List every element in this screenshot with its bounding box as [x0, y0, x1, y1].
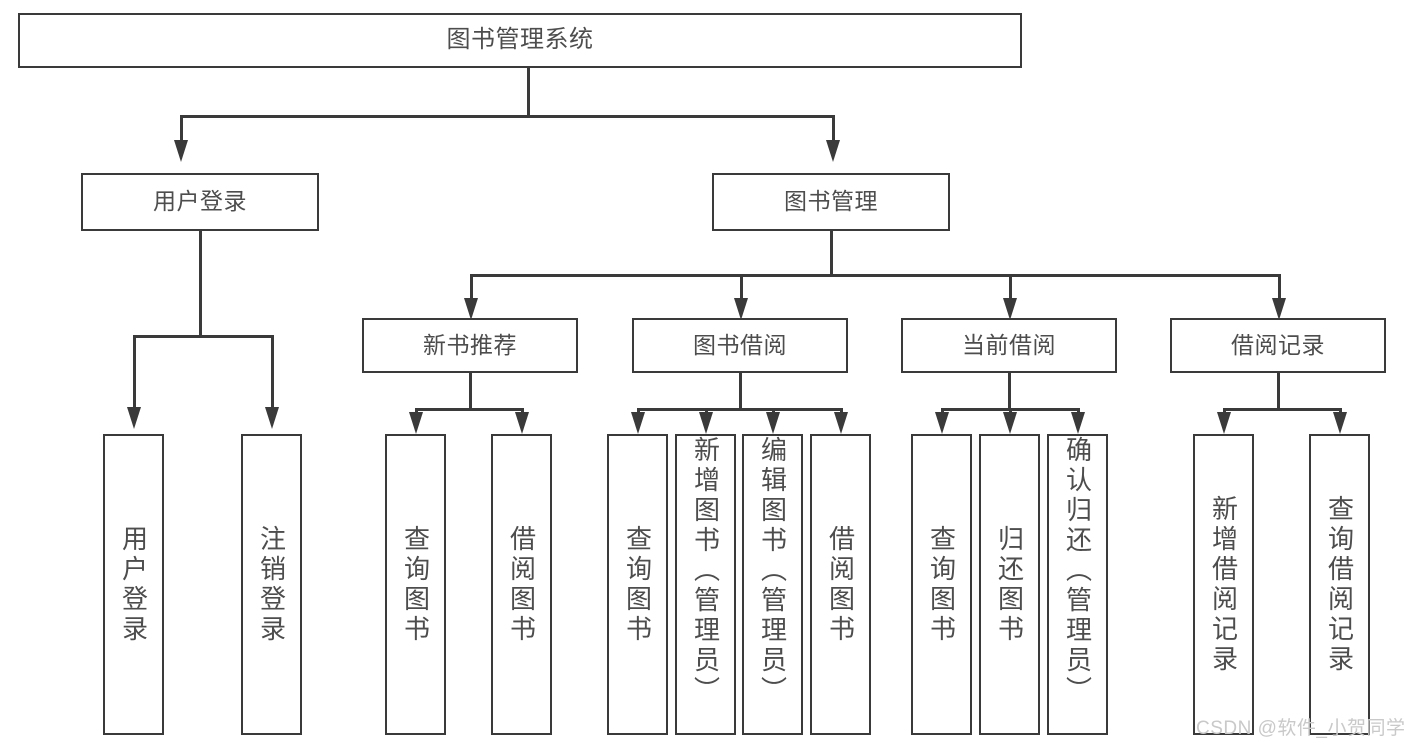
connector-drop-book-borrow-1 [637, 408, 640, 414]
node-new-book-recommend[interactable]: 新书推荐 [362, 318, 578, 373]
leaf-logout[interactable]: 注销登录 [241, 434, 302, 735]
node-book-manage[interactable]: 图书管理 [712, 173, 950, 231]
arrow-down-icon [699, 412, 713, 434]
node-label: 当前借阅 [962, 331, 1056, 358]
node-label: 借阅记录 [1231, 331, 1325, 358]
node-label: 用户登录 [118, 524, 149, 645]
node-label: 借阅图书 [506, 524, 537, 645]
connector-current-borrow-stem [1008, 373, 1011, 410]
connector-root-stem [527, 68, 530, 116]
connector-new-book-rail [415, 408, 523, 411]
arrow-down-icon [826, 140, 840, 162]
node-label: 查询图书 [926, 524, 957, 645]
arrow-down-icon [1003, 412, 1017, 434]
arrow-down-icon [127, 407, 141, 429]
arrow-down-icon [1071, 412, 1085, 434]
node-label: 图书借阅 [693, 331, 787, 358]
arrow-down-icon [174, 140, 188, 162]
connector-drop-user-login [180, 115, 183, 141]
connector-drop-book-manage [832, 115, 835, 141]
connector-drop-book-borrow-2 [705, 408, 708, 414]
node-label: 注销登录 [256, 524, 287, 645]
connector-drop-user-login-1 [133, 335, 136, 408]
node-label: 归还图书 [994, 524, 1025, 645]
node-user-login[interactable]: 用户登录 [81, 173, 319, 231]
leaf-query-borrow-record[interactable]: 查询借阅记录 [1309, 434, 1370, 735]
connector-drop-new-book-1 [415, 408, 418, 414]
connector-drop-new-book-2 [521, 408, 524, 414]
arrow-down-icon [766, 412, 780, 434]
node-borrow-record[interactable]: 借阅记录 [1170, 318, 1386, 373]
leaf-add-borrow-record[interactable]: 新增借阅记录 [1193, 434, 1254, 735]
connector-drop-new-book [470, 274, 473, 299]
arrow-down-icon [409, 412, 423, 434]
connector-drop-book-borrow [740, 274, 743, 299]
connector-drop-book-borrow-4 [840, 408, 843, 414]
leaf-return-book[interactable]: 归还图书 [979, 434, 1040, 735]
node-label: 查询图书 [622, 524, 653, 645]
connector-drop-borrow-record-2 [1339, 408, 1342, 414]
connector-drop-current-borrow [1009, 274, 1012, 299]
connector-book-borrow-stem [739, 373, 742, 410]
connector-user-login-rail [133, 335, 273, 338]
connector-drop-current-borrow-2 [1009, 408, 1012, 414]
node-label: 编辑图书（管理员） [757, 436, 788, 706]
node-label: 新增借阅记录 [1208, 494, 1239, 675]
connector-drop-borrow-record [1278, 274, 1281, 299]
node-label: 图书管理系统 [446, 26, 594, 54]
arrow-down-icon [935, 412, 949, 434]
connector-borrow-record-stem [1277, 373, 1280, 410]
connector-drop-current-borrow-1 [941, 408, 944, 414]
arrow-down-icon [464, 298, 478, 320]
arrow-down-icon [1217, 412, 1231, 434]
connector-drop-user-login-2 [271, 335, 274, 408]
connector-drop-current-borrow-3 [1077, 408, 1080, 414]
connector-level3-rail [470, 274, 1281, 277]
leaf-query-book-current[interactable]: 查询图书 [911, 434, 972, 735]
arrow-down-icon [1333, 412, 1347, 434]
arrow-down-icon [265, 407, 279, 429]
node-label: 新书推荐 [423, 331, 517, 358]
node-root-system[interactable]: 图书管理系统 [18, 13, 1022, 68]
connector-new-book-stem [469, 373, 472, 410]
connector-borrow-record-rail [1223, 408, 1341, 411]
leaf-user-login[interactable]: 用户登录 [103, 434, 164, 735]
arrow-down-icon [631, 412, 645, 434]
node-book-borrow[interactable]: 图书借阅 [632, 318, 848, 373]
arrow-down-icon [834, 412, 848, 434]
connector-level2-rail [180, 115, 834, 118]
node-label: 新增图书（管理员） [690, 436, 721, 706]
node-label: 确认归还（管理员） [1062, 436, 1093, 706]
arrow-down-icon [1003, 298, 1017, 320]
node-current-borrow[interactable]: 当前借阅 [901, 318, 1117, 373]
leaf-edit-book-admin[interactable]: 编辑图书（管理员） [742, 434, 803, 735]
node-label: 查询图书 [400, 524, 431, 645]
arrow-down-icon [515, 412, 529, 434]
leaf-borrow-book[interactable]: 借阅图书 [810, 434, 871, 735]
node-label: 图书管理 [784, 188, 878, 215]
leaf-query-book-recommend[interactable]: 查询图书 [385, 434, 446, 735]
connector-user-login-stem [199, 231, 202, 337]
leaf-confirm-return-admin[interactable]: 确认归还（管理员） [1047, 434, 1108, 735]
node-label: 查询借阅记录 [1324, 494, 1355, 675]
node-label: 用户登录 [153, 188, 247, 215]
arrow-down-icon [734, 298, 748, 320]
watermark-text: CSDN @软件_小贺同学 [1196, 718, 1405, 739]
leaf-borrow-book-recommend[interactable]: 借阅图书 [491, 434, 552, 735]
connector-drop-borrow-record-1 [1223, 408, 1226, 414]
node-label: 借阅图书 [825, 524, 856, 645]
leaf-add-book-admin[interactable]: 新增图书（管理员） [675, 434, 736, 735]
connector-book-manage-stem [830, 231, 833, 276]
leaf-query-book-borrow[interactable]: 查询图书 [607, 434, 668, 735]
connector-drop-book-borrow-3 [772, 408, 775, 414]
arrow-down-icon [1272, 298, 1286, 320]
connector-book-borrow-rail [637, 408, 842, 411]
